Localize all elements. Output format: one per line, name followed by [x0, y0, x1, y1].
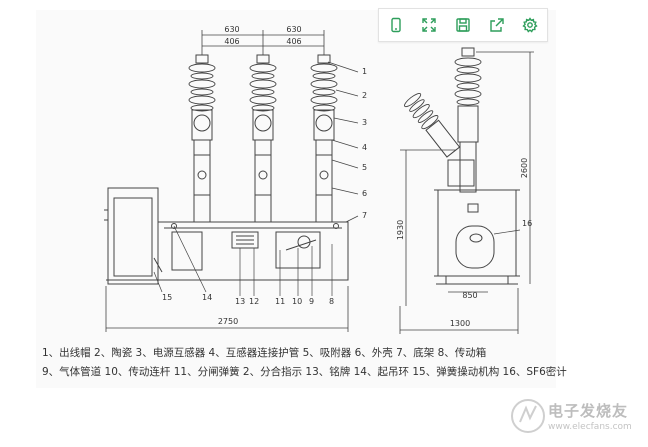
dim-1300: 1300 — [450, 319, 470, 328]
callout-9: 9 — [309, 297, 314, 306]
callout-2: 2 — [362, 91, 367, 100]
pole-left — [188, 54, 216, 223]
callout-12: 12 — [249, 297, 259, 306]
save-icon — [456, 18, 470, 32]
watermark-text: 电子发烧友 — [548, 402, 629, 420]
callout-16: 16 — [522, 219, 532, 228]
pole-middle — [249, 54, 277, 223]
callout-11: 11 — [275, 297, 285, 306]
callout-3: 3 — [362, 118, 367, 127]
fullscreen-icon — [422, 18, 437, 32]
right-leaders — [327, 61, 359, 223]
image-toolbar — [378, 8, 548, 42]
callout-14: 14 — [202, 293, 212, 302]
settings-button[interactable] — [518, 13, 542, 37]
callout-1: 1 — [362, 67, 367, 76]
save-button[interactable] — [451, 13, 475, 37]
callout-7: 7 — [362, 211, 367, 220]
callout-8: 8 — [329, 297, 334, 306]
dim-406-right: 406 — [286, 37, 301, 46]
watermark-logo-icon — [511, 399, 545, 433]
callout-10: 10 — [292, 297, 302, 306]
dimension-2600 — [476, 51, 534, 284]
share-button[interactable] — [485, 13, 509, 37]
dim-1930: 1930 — [396, 220, 405, 240]
callout-13: 13 — [235, 297, 245, 306]
dim-406-left: 406 — [224, 37, 239, 46]
dim-630-right: 630 — [286, 25, 301, 34]
pole-right — [310, 54, 338, 223]
dimension-1930 — [400, 149, 456, 306]
chassis — [106, 221, 349, 281]
watermark-url: www.elecfans.com — [548, 422, 632, 432]
dim-2600: 2600 — [520, 158, 529, 178]
dimension-top — [201, 30, 325, 55]
fullscreen-button[interactable] — [417, 13, 441, 37]
callout-4: 4 — [362, 143, 367, 152]
spring-mechanism-cabinet — [104, 187, 163, 285]
legend-line-2: 9、气体管道 10、传动连杆 11、分闸弹簧 2、分合指示 13、铭牌 14、起… — [42, 366, 567, 378]
dim-630-left: 630 — [224, 25, 239, 34]
phone-view-button[interactable] — [384, 13, 408, 37]
dim-850: 850 — [462, 291, 477, 300]
callout-15: 15 — [162, 293, 172, 302]
callout-6: 6 — [362, 189, 367, 198]
dimension-1300 — [399, 288, 519, 334]
technical-drawing: 630 630 406 406 — [36, 10, 556, 388]
dimension-2750 — [105, 286, 349, 332]
dim-2750: 2750 — [218, 317, 238, 326]
share-icon — [489, 18, 504, 32]
settings-icon — [522, 17, 538, 33]
phone-icon — [391, 17, 401, 33]
legend-line-1: 1、出线帽 2、陶瓷 3、电源互感器 4、互感器连接护管 5、吸附器 6、外壳 … — [42, 347, 487, 359]
callout-5: 5 — [362, 163, 367, 172]
bottom-leaders — [153, 225, 333, 296]
side-view — [404, 47, 521, 285]
